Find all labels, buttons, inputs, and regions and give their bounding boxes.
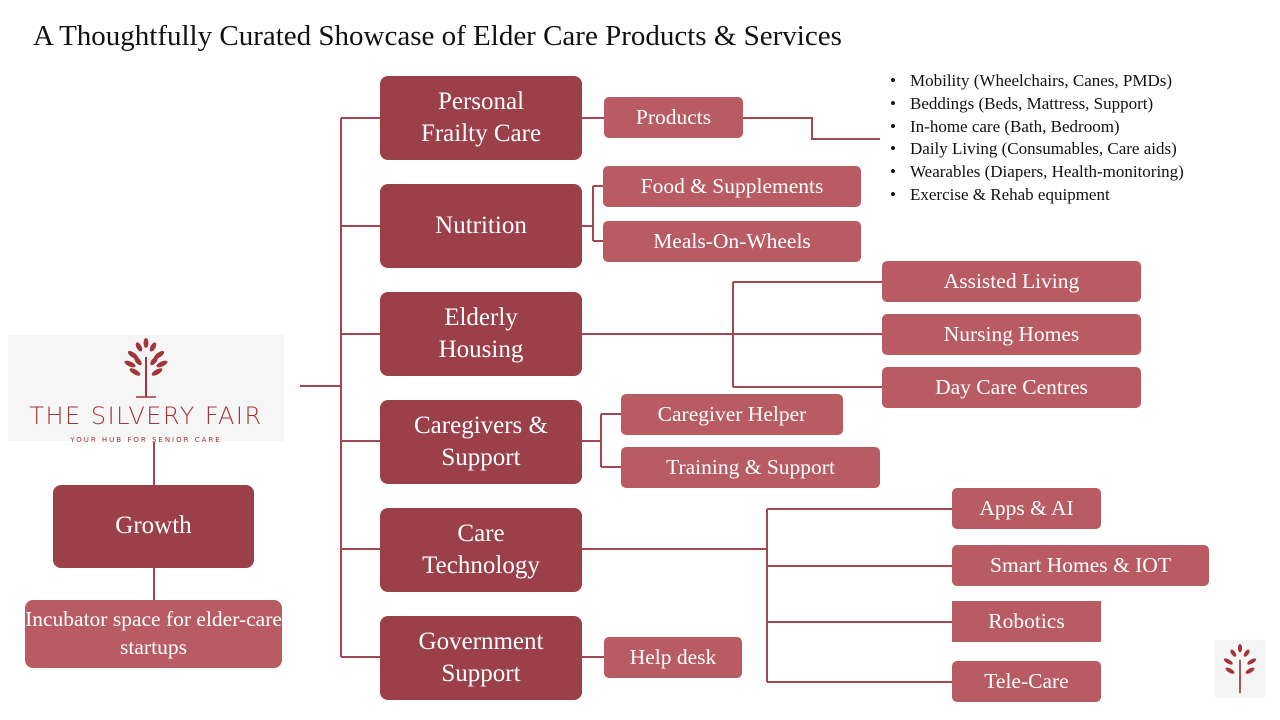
growth-box: Growth [53, 485, 254, 568]
sub-caregiver-helper: Caregiver Helper [621, 394, 843, 435]
sub-nursing-homes: Nursing Homes [882, 314, 1141, 355]
sub-training-support: Training & Support [621, 447, 880, 488]
mini-logo-tree-icon [1215, 640, 1265, 698]
product-list: Mobility (Wheelchairs, Canes, PMDs) Bedd… [890, 70, 1184, 207]
category-elderly-housing: Elderly Housing [380, 292, 582, 376]
incubator-box: Incubator space for elder-care startups [25, 600, 282, 668]
sub-assisted-living: Assisted Living [882, 261, 1141, 302]
sub-help-desk: Help desk [604, 637, 742, 678]
list-item: In-home care (Bath, Bedroom) [890, 116, 1184, 139]
page-title: A Thoughtfully Curated Showcase of Elder… [33, 20, 842, 52]
list-item: Mobility (Wheelchairs, Canes, PMDs) [890, 70, 1184, 93]
category-care-technology: Care Technology [380, 508, 582, 592]
sub-products: Products [604, 97, 743, 138]
sub-meals-on-wheels: Meals-On-Wheels [603, 221, 861, 262]
category-caregivers-support: Caregivers & Support [380, 400, 582, 484]
sub-smart-homes-iot: Smart Homes & IOT [952, 545, 1209, 586]
sub-tele-care: Tele-Care [952, 661, 1101, 702]
category-personal-frailty-care: Personal Frailty Care [380, 76, 582, 160]
list-item: Exercise & Rehab equipment [890, 184, 1184, 207]
sub-food-supplements: Food & Supplements [603, 166, 861, 207]
category-nutrition: Nutrition [380, 184, 582, 268]
list-item: Wearables (Diapers, Health-monitoring) [890, 161, 1184, 184]
logo-tagline: YOUR HUB FOR SENIOR CARE [70, 436, 222, 444]
logo-name: THE SILVERY FAIR [29, 402, 263, 430]
category-government-support: Government Support [380, 616, 582, 700]
list-item: Beddings (Beds, Mattress, Support) [890, 93, 1184, 116]
tree-icon [124, 338, 168, 398]
sub-apps-ai: Apps & AI [952, 488, 1101, 529]
list-item: Daily Living (Consumables, Care aids) [890, 138, 1184, 161]
silvery-fair-logo: THE SILVERY FAIR YOUR HUB FOR SENIOR CAR… [8, 335, 284, 444]
sub-day-care-centres: Day Care Centres [882, 367, 1141, 408]
sub-robotics: Robotics [952, 601, 1101, 642]
